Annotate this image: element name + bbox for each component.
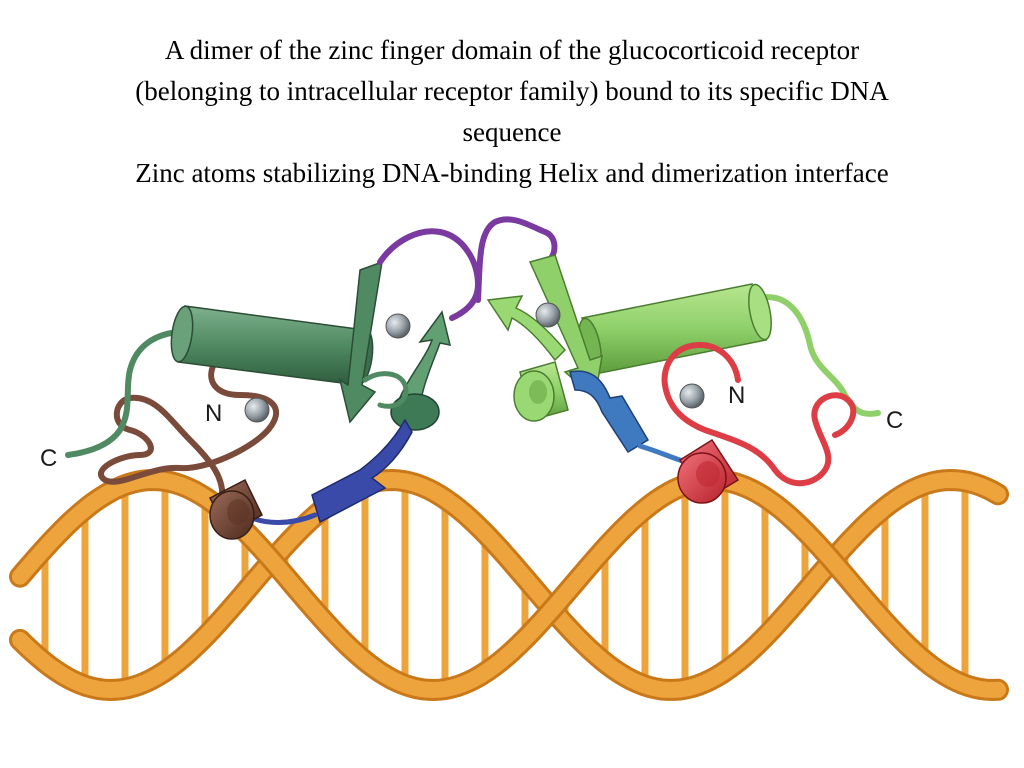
title-line-2: (belonging to intracellular receptor fam… (135, 76, 889, 106)
dna-double-helix (9, 468, 1009, 702)
zinc-atom-right-upper (535, 302, 561, 328)
right-red-loop (661, 341, 857, 487)
right-green-helix (581, 283, 767, 375)
label-left-n-terminus: N (205, 400, 222, 427)
right-green-arrow (486, 295, 567, 362)
label-right-n-terminus: N (728, 382, 745, 409)
dna-strand-2 (12, 471, 1006, 699)
zinc-atom-right-lower (679, 383, 705, 409)
dna-base-pairs (41, 480, 969, 690)
right-blue-strand (569, 370, 650, 454)
left-purple-loop (377, 228, 482, 321)
title-line-1: A dimer of the zinc finger domain of the… (164, 35, 860, 65)
label-right-c-terminus: C (886, 407, 903, 434)
right-green-loop (757, 294, 881, 417)
title-line-3: sequence (462, 117, 562, 147)
left-monomer (65, 228, 482, 540)
right-monomer (475, 216, 881, 504)
left-green-helix (177, 305, 366, 386)
left-blue-strand (311, 418, 413, 524)
right-green-strand (528, 254, 603, 400)
left-green-strand (338, 260, 383, 424)
figure-title: A dimer of the zinc finger domain of the… (0, 30, 1024, 194)
label-left-c-terminus: C (40, 445, 57, 472)
zinc-atom-left-lower (244, 397, 270, 423)
left-brown-loop (98, 359, 280, 503)
zinc-atom-left-upper (385, 313, 411, 339)
title-line-4: Zinc atoms stabilizing DNA-binding Helix… (135, 158, 889, 188)
left-green-loop (65, 329, 181, 458)
right-purple-loop (475, 216, 558, 303)
